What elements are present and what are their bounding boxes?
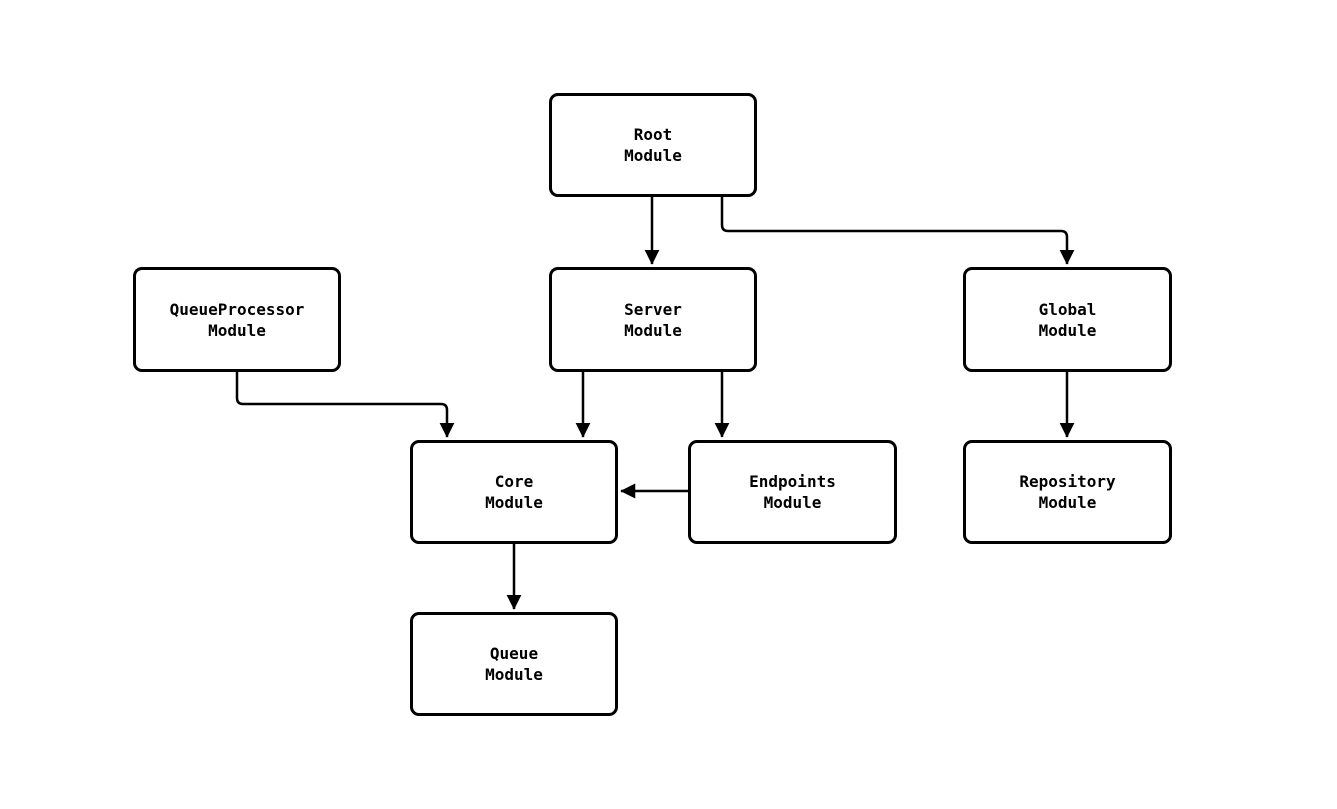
node-repository-module: Repository Module [963,440,1172,544]
node-global-module: Global Module [963,267,1172,372]
edge-queueprocessor-module-to-core-module [235,372,455,438]
node-root-module: Root Module [549,93,757,197]
node-core-module: Core Module [410,440,618,544]
node-server-module: Server Module [549,267,757,372]
node-queue-module: Queue Module [410,612,618,716]
edge-root-module-to-global-module [720,197,1075,265]
edge-group [235,197,1075,610]
node-endpoints-module: Endpoints Module [688,440,897,544]
node-queueprocessor-module: QueueProcessor Module [133,267,341,372]
